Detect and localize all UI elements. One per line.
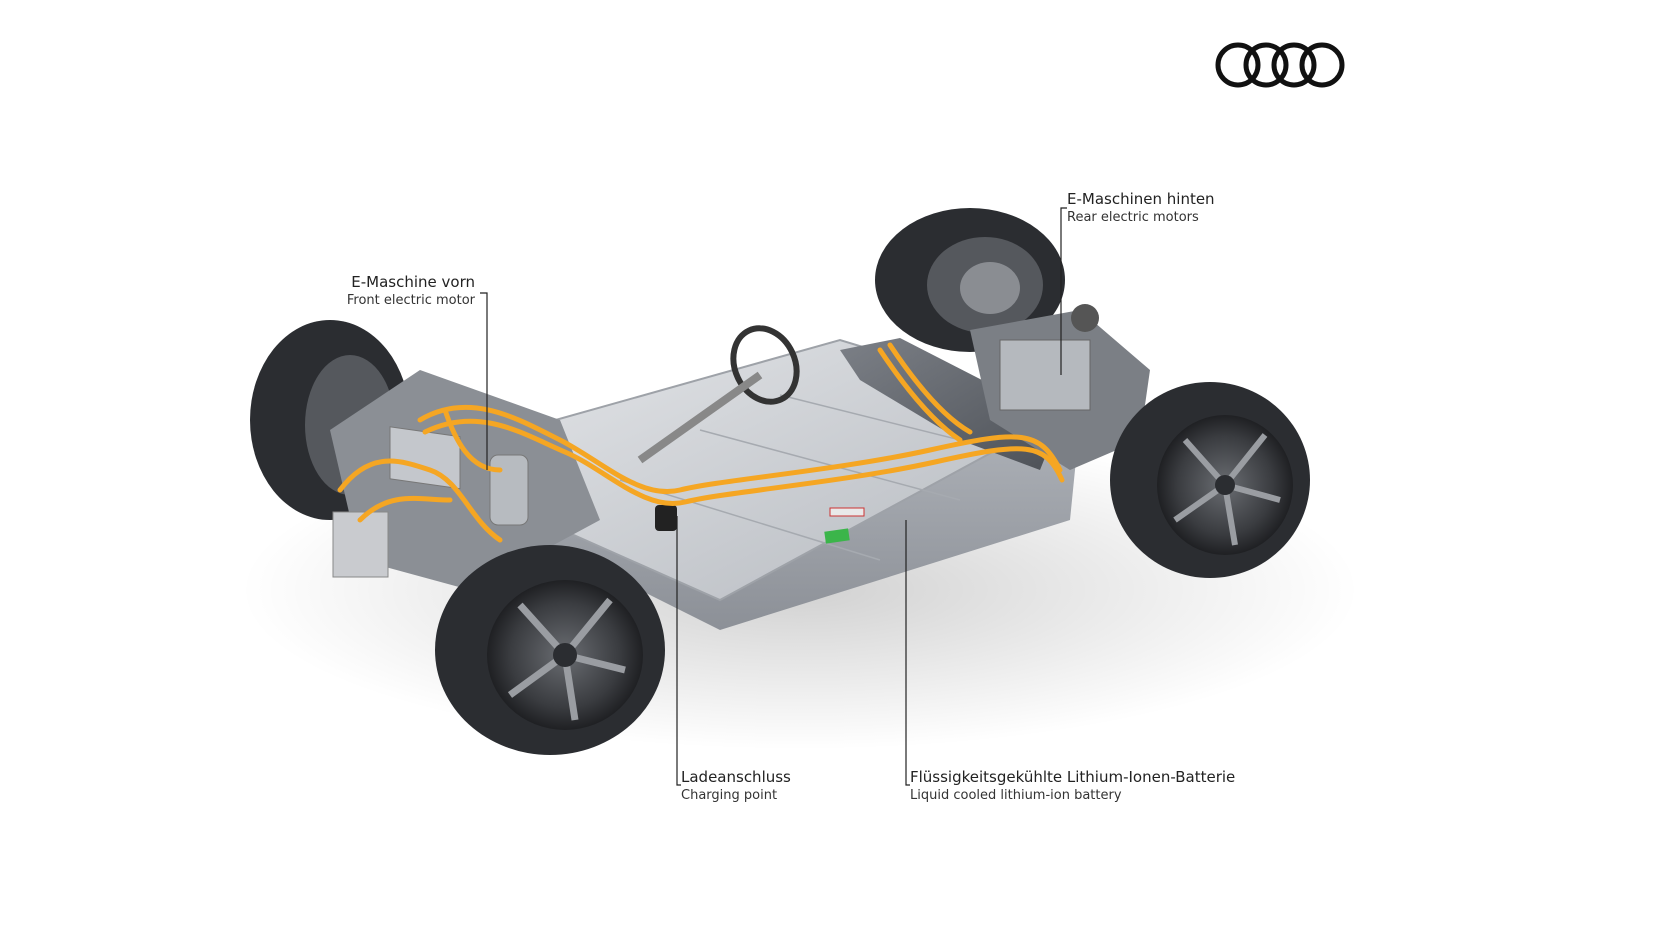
four-rings-logo xyxy=(1215,42,1345,88)
callout-charging-point: Ladeanschluss Charging point xyxy=(681,768,791,804)
front-right-wheel xyxy=(435,545,665,755)
leader-battery xyxy=(905,520,910,786)
label-charging-point-de: Ladeanschluss xyxy=(681,768,791,786)
callout-front-motor: E-Maschine vorn Front electric motor xyxy=(330,273,475,309)
hv-cables xyxy=(337,342,1065,543)
leader-rear-motors xyxy=(1060,207,1067,375)
rear-left-wheel xyxy=(875,208,1065,352)
leader-charging-point xyxy=(676,516,681,786)
leader-lines xyxy=(480,207,1067,786)
leader-front-motor xyxy=(480,292,488,470)
rear-drive-unit xyxy=(970,304,1150,470)
label-battery-en: Liquid cooled lithium-ion battery xyxy=(910,788,1122,803)
label-rear-motors-de: E-Maschinen hinten xyxy=(1067,190,1215,208)
label-front-motor-en: Front electric motor xyxy=(346,293,475,308)
callout-battery: Flüssigkeitsgekühlte Lithium-Ionen-Batte… xyxy=(910,768,1235,804)
callout-rear-motors: E-Maschinen hinten Rear electric motors xyxy=(1067,190,1215,226)
rear-right-wheel xyxy=(1110,382,1310,578)
label-charging-point-en: Charging point xyxy=(681,788,778,803)
steering-wheel xyxy=(637,325,800,464)
label-battery-de: Flüssigkeitsgekühlte Lithium-Ionen-Batte… xyxy=(910,768,1236,786)
label-rear-motors-en: Rear electric motors xyxy=(1067,210,1199,225)
label-front-motor-de: E-Maschine vorn xyxy=(351,273,475,291)
